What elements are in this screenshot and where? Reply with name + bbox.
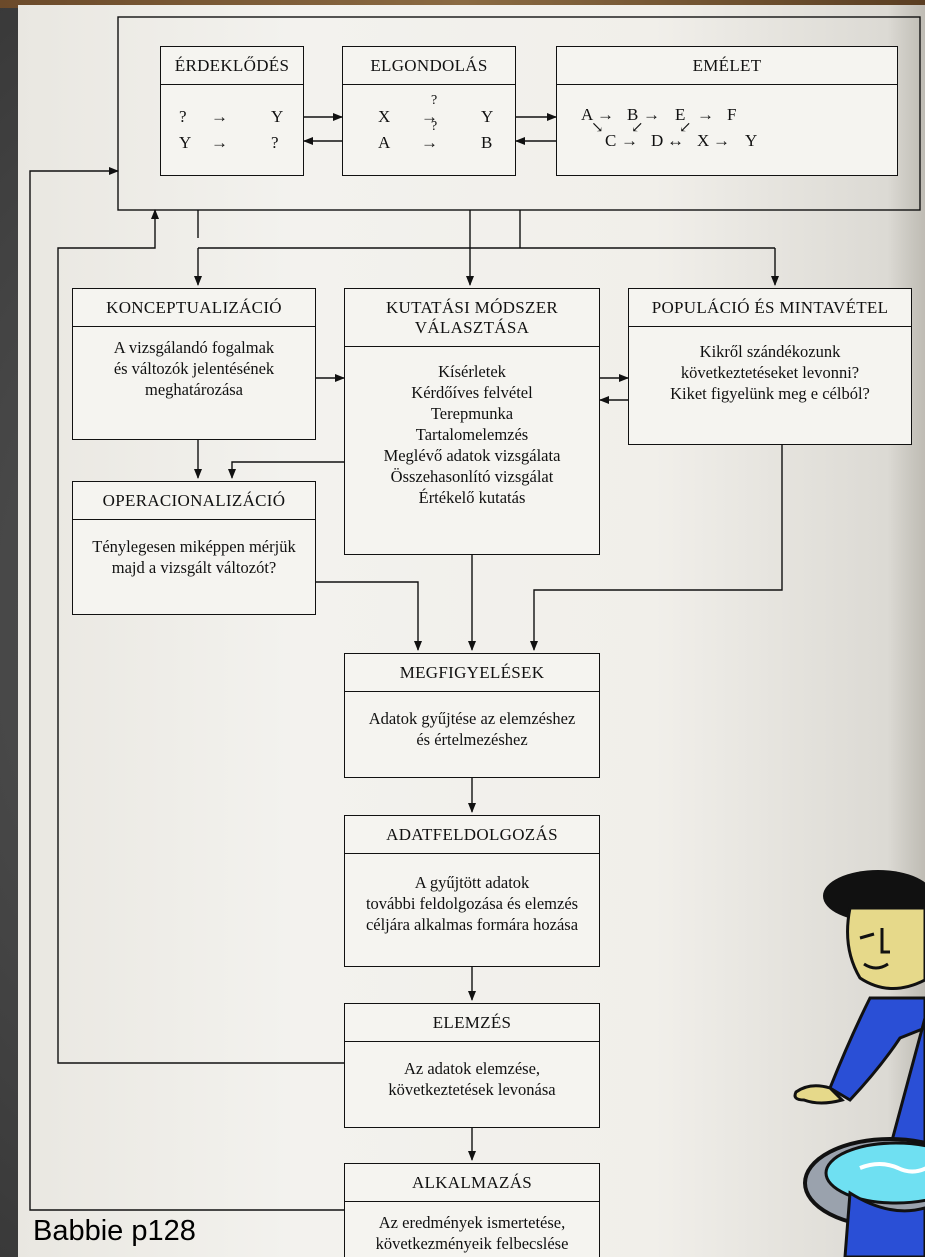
source-credit: Babbie p128 — [33, 1215, 196, 1247]
method-item: Értékelő kutatás — [418, 488, 526, 507]
theory-box: EMÉLET A → B → E → F C → D ↔ X → Y ↘ ↙ ↙ — [556, 46, 898, 176]
processing-title: ADATFELDOLGOZÁS — [345, 816, 599, 854]
population-title: POPULÁCIÓ ÉS MINTAVÉTEL — [629, 289, 911, 327]
application-line: következményeik felbecslése — [375, 1234, 569, 1253]
method-title-line: KUTATÁSI MÓDSZER — [385, 298, 559, 317]
method-item: Összehasonlító vizsgálat — [390, 467, 554, 486]
operationalization-line: Ténylegesen miképpen mérjük — [92, 537, 296, 556]
method-item: Tartalomelemzés — [415, 425, 529, 444]
method-title-line: VÁLASZTÁSA — [414, 318, 530, 337]
application-box: ALKALMAZÁS Az eredmények ismertetése, kö… — [344, 1163, 600, 1257]
cartoon-person-clipart — [793, 870, 925, 1257]
arrow-glyph: → — [421, 107, 438, 126]
arrow-glyph: → — [697, 105, 714, 124]
population-line: Kiket figyelünk meg e célból? — [670, 384, 870, 403]
interest-r1-b: Y — [271, 107, 284, 126]
arrow-method-to-operationalization — [228, 461, 344, 479]
arrow-glyph: ↔ — [667, 131, 684, 150]
arrow-glyph: → — [643, 105, 660, 124]
method-item: Kísérletek — [438, 362, 506, 381]
processing-line: további feldolgozása és elemzés — [365, 894, 579, 913]
operationalization-line: majd a vizsgált változót? — [111, 558, 277, 577]
arrow-population-to-observations — [530, 445, 783, 651]
theory-node-f: F — [727, 105, 737, 124]
operationalization-title: OPERACIONALIZÁCIÓ — [73, 482, 315, 520]
idea-r2-b: B — [481, 133, 493, 152]
arrow-glyph: → — [211, 107, 228, 126]
conceptualization-title: KONCEPTUALIZÁCIÓ — [73, 289, 315, 327]
population-box: POPULÁCIÓ ÉS MINTAVÉTEL Kikről szándékoz… — [628, 288, 912, 445]
idea-r1-q: ? — [431, 93, 438, 108]
conceptualization-line: meghatározása — [144, 380, 244, 399]
analysis-box: ELEMZÉS Az adatok elemzése, következteté… — [344, 1003, 600, 1128]
population-line: következtetéseket levonni? — [680, 363, 860, 382]
interest-box: ÉRDEKLŐDÉS ? → Y Y → ? — [160, 46, 304, 176]
interest-r2-a: Y — [179, 133, 192, 152]
arrow-glyph: → — [621, 131, 638, 150]
idea-r1-a: X — [378, 107, 391, 126]
processing-box: ADATFELDOLGOZÁS A gyűjtött adatok tovább… — [344, 815, 600, 967]
analysis-line: következtetések levonása — [388, 1080, 556, 1099]
method-item: Meglévő adatok vizsgálata — [383, 446, 561, 465]
arrow-glyph: ↙ — [679, 120, 692, 136]
idea-title: ELGONDOLÁS — [343, 47, 515, 85]
theory-node-e: E — [675, 105, 686, 124]
arrow-glyph: ↘ — [591, 120, 604, 136]
idea-r1-b: Y — [481, 107, 494, 126]
application-title: ALKALMAZÁS — [345, 1164, 599, 1202]
analysis-title: ELEMZÉS — [345, 1004, 599, 1042]
conceptualization-line: és változók jelentésének — [113, 359, 275, 378]
observations-line: és értelmezéshez — [416, 730, 528, 749]
theory-node-x: X — [697, 131, 710, 150]
conceptualization-line: A vizsgálandó fogalmak — [113, 338, 275, 357]
application-line: Az eredmények ismertetése, — [378, 1213, 566, 1232]
arrow-glyph: → — [421, 133, 438, 152]
processing-line: A gyűjtött adatok — [414, 873, 530, 892]
method-title: KUTATÁSI MÓDSZER VÁLASZTÁSA — [345, 289, 599, 347]
interest-title: ÉRDEKLŐDÉS — [161, 47, 303, 85]
idea-r2-a: A — [378, 133, 391, 152]
theory-title: EMÉLET — [557, 47, 897, 85]
theory-node-c: C — [605, 131, 617, 150]
arrow-glyph: → — [597, 105, 614, 124]
method-box: KUTATÁSI MÓDSZER VÁLASZTÁSA Kísérletek K… — [344, 288, 600, 555]
arrow-glyph: → — [713, 131, 730, 150]
conceptualization-box: KONCEPTUALIZÁCIÓ A vizsgálandó fogalmak … — [72, 288, 316, 440]
processing-line: céljára alkalmas formára hozása — [365, 915, 579, 934]
operationalization-box: OPERACIONALIZÁCIÓ Ténylegesen miképpen m… — [72, 481, 316, 615]
interest-r2-b: ? — [271, 133, 279, 152]
interest-r1-a: ? — [179, 107, 187, 126]
theory-node-a: A — [581, 105, 594, 124]
arrow-glyph: → — [211, 133, 228, 152]
population-line: Kikről szándékozunk — [699, 342, 841, 361]
feedback-analysis-to-top — [57, 209, 344, 1064]
slide-top-bar — [0, 0, 925, 8]
theory-node-b: B — [627, 105, 639, 124]
idea-r2-q: ? — [431, 119, 438, 134]
observations-box: MEGFIGYELÉSEK Adatok gyűjtése az elemzés… — [344, 653, 600, 778]
idea-box: ELGONDOLÁS X ? → Y A ? → B — [342, 46, 516, 176]
arrow-operationalization-to-observations — [316, 581, 422, 651]
observations-line: Adatok gyűjtése az elemzéshez — [368, 709, 576, 728]
theory-node-d: D — [651, 131, 664, 150]
analysis-line: Az adatok elemzése, — [403, 1059, 541, 1078]
theory-node-y: Y — [745, 131, 758, 150]
theory-group-frame — [117, 16, 921, 211]
observations-title: MEGFIGYELÉSEK — [345, 654, 599, 692]
method-item: Terepmunka — [430, 404, 514, 423]
method-item: Kérdőíves felvétel — [411, 383, 533, 402]
arrow-glyph: ↙ — [631, 120, 644, 136]
feedback-application-to-top — [29, 167, 344, 1211]
